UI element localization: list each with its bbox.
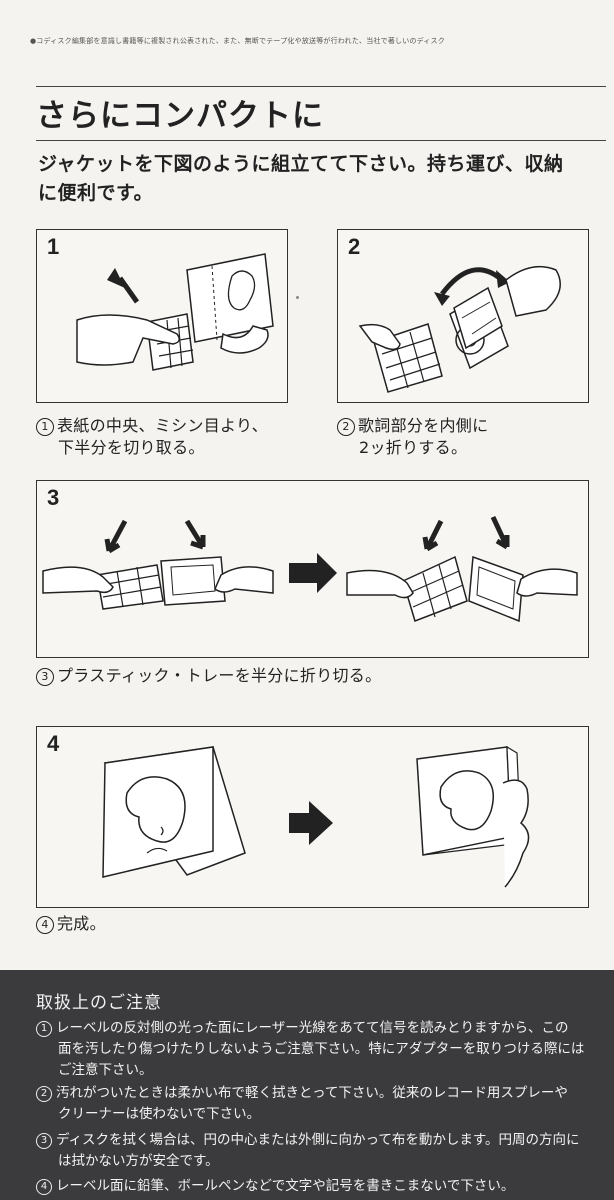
notes-title: 取扱上のご注意 bbox=[36, 993, 162, 1013]
step-1-panel: 1 bbox=[36, 229, 288, 403]
note-2-circle: 2 bbox=[36, 1086, 52, 1102]
speck bbox=[296, 296, 299, 299]
step-1-illustration bbox=[76, 253, 274, 371]
step-1-caption-line-2: 下半分を切り取る。 bbox=[58, 438, 205, 457]
note-1-line-2: 面を汚したり傷つけたりしないようご注意下さい。特にアダプターを取りつける際には bbox=[58, 1041, 585, 1057]
intro-text: ジャケットを下図のように組立てて下さい。持ち運び、収納 に便利です。 bbox=[38, 150, 598, 208]
step-2-caption-line-2: 2ッ折りする。 bbox=[359, 438, 468, 457]
step-3-caption-line-1: プラスティック・トレーを半分に折り切る。 bbox=[57, 666, 382, 685]
note-2-line-2: クリーナーは使わないで下さい。 bbox=[58, 1106, 261, 1122]
note-3-circle: 3 bbox=[36, 1133, 52, 1149]
note-4-circle: 4 bbox=[36, 1179, 52, 1195]
step-4-circle: 4 bbox=[36, 916, 54, 934]
step-2-caption-line-1: 歌詞部分を内側に bbox=[358, 416, 489, 435]
top-divider bbox=[36, 86, 606, 87]
step-4-panel: 4 bbox=[36, 726, 589, 908]
step-1-caption-line-1: 表紙の中央、ミシン目より、 bbox=[57, 416, 268, 435]
step-3-number: 3 bbox=[47, 485, 60, 510]
fine-print: ●コディスク編集部を意識し書籍等に複製され公表された、また、無断でテープ化や放送… bbox=[30, 37, 445, 45]
step-4-caption-line-1: 完成。 bbox=[57, 914, 106, 933]
note-1-line-3: ご注意下さい。 bbox=[58, 1062, 153, 1078]
step-4-number: 4 bbox=[47, 731, 60, 756]
intro-line-2: に便利です。 bbox=[38, 182, 154, 204]
step-2-circle: 2 bbox=[337, 418, 355, 436]
note-2-line-1: 汚れがついたときは柔かい布で軽く拭きとって下さい。従来のレコード用スプレーや bbox=[56, 1085, 568, 1101]
note-3-line-1: ディスクを拭く場合は、円の中心または外側に向かって布を動かします。円周の方向に bbox=[56, 1132, 580, 1148]
step-1-circle: 1 bbox=[36, 418, 54, 436]
step-3-circle: 3 bbox=[36, 668, 54, 686]
intro-line-1: ジャケットを下図のように組立てて下さい。持ち運び、収納 bbox=[38, 153, 564, 175]
note-4-line-1: レーベル面に鉛筆、ボールペンなどで文字や記号を書きこまないで下さい。 bbox=[56, 1178, 515, 1194]
step-1-number: 1 bbox=[47, 234, 60, 259]
title-divider bbox=[36, 140, 606, 141]
step-2-number: 2 bbox=[348, 234, 361, 259]
step-2-panel: 2 bbox=[337, 229, 589, 403]
note-1-line-1: レーベルの反対側の光った面にレーザー光線をあてて信号を読みとりますから、この bbox=[56, 1020, 569, 1036]
note-1-circle: 1 bbox=[36, 1021, 52, 1037]
step-3-panel: 3 bbox=[36, 480, 589, 658]
step-4-illustration bbox=[102, 745, 530, 888]
step-3-illustration bbox=[42, 515, 578, 623]
page-title: さらにコンパクトに bbox=[36, 98, 324, 134]
note-3-line-2: は拭かない方が安全です。 bbox=[58, 1153, 219, 1169]
step-2-illustration bbox=[358, 265, 561, 393]
